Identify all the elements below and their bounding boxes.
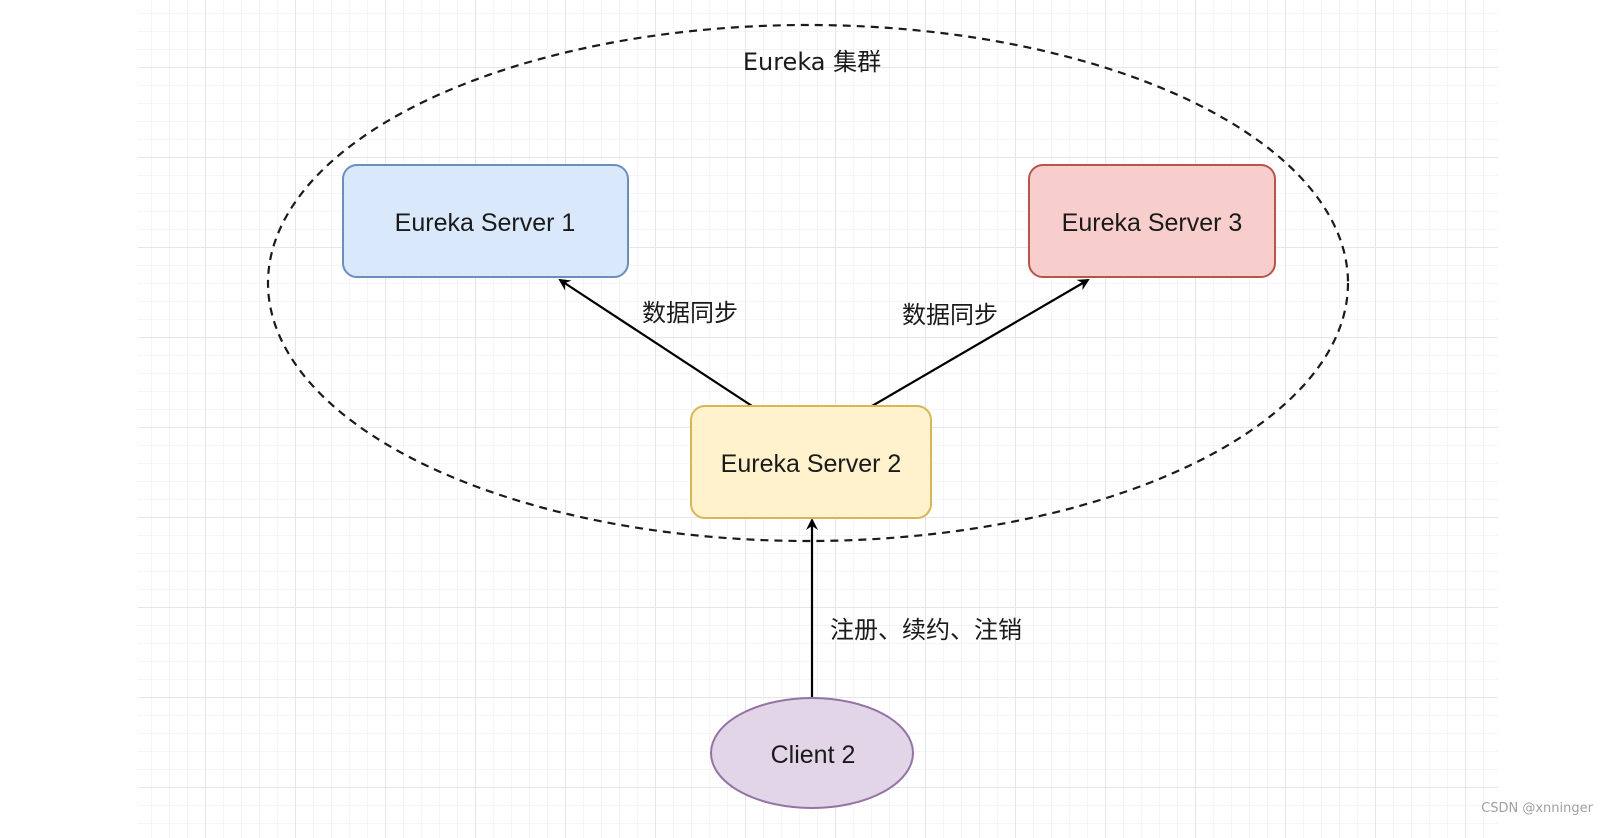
server-1-node — [342, 164, 629, 278]
server-1-label: Eureka Server 1 — [395, 209, 576, 237]
server-2-node — [690, 405, 932, 519]
cluster-boundary — [266, 23, 1350, 543]
client-node — [710, 697, 914, 809]
sync-label-left: 数据同步 — [642, 299, 738, 327]
server-2-label: Eureka Server 2 — [721, 450, 902, 478]
client-label: Client 2 — [771, 741, 856, 769]
server-3-label: Eureka Server 3 — [1062, 209, 1243, 237]
watermark: CSDN @xnninger — [1481, 801, 1593, 816]
client-ops-label: 注册、续约、注销 — [830, 616, 1022, 644]
server-3-node — [1028, 164, 1276, 278]
sync-arrow-left — [558, 278, 753, 407]
sync-label-right: 数据同步 — [902, 301, 998, 329]
cluster-title: Eureka 集群 — [743, 48, 881, 76]
sync-arrow-right — [871, 278, 1090, 407]
